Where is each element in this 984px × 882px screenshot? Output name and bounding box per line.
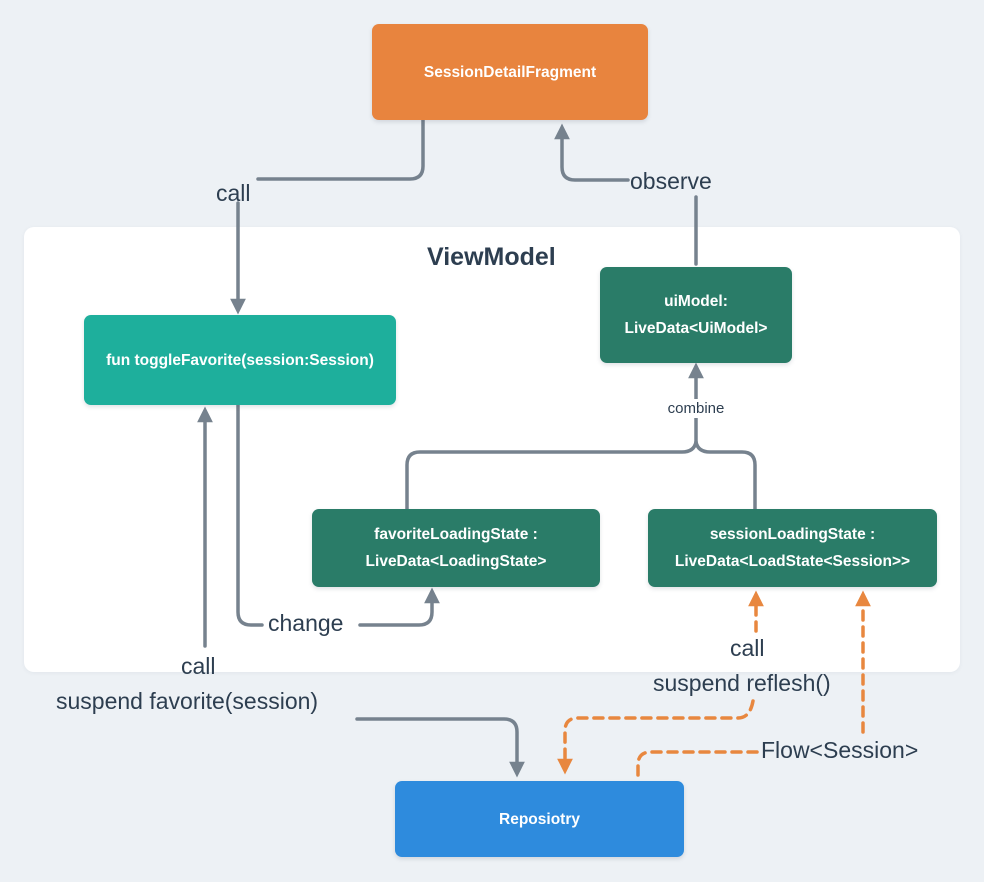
edge-label-call-left: call [181, 653, 216, 679]
edge-label-flow-session: Flow<Session> [761, 737, 919, 763]
panel-title: ViewModel [427, 243, 556, 271]
node-label-line1: sessionLoadingState : [709, 526, 876, 543]
node-toggle-favorite: fun toggleFavorite(session:Session) [84, 315, 396, 405]
edge-suspend-favorite-to-repository-arrow [355, 717, 525, 778]
node-label-line2: LiveData<LoadingState> [365, 553, 547, 570]
edge-reflesh-to-repository-dashed-arrow [557, 699, 755, 775]
node-ui-model: uiModel: LiveData<UiModel> [600, 267, 792, 363]
node-repository: Reposiotry [395, 781, 684, 857]
edge-fragment-down-to-call-label [256, 118, 425, 181]
node-label: fun toggleFavorite(session:Session) [106, 351, 374, 369]
node-label: SessionDetailFragment [423, 63, 597, 81]
edge-change-label-to-favorite-arrow [358, 587, 440, 627]
node-label-line1: uiModel: [664, 293, 728, 310]
node-label: Reposiotry [499, 810, 580, 828]
edge-label-call-right: call [730, 635, 765, 661]
viewmodel-panel [24, 227, 960, 672]
edge-label-observe: observe [630, 168, 712, 194]
edge-label-suspend-reflesh: suspend reflesh() [653, 670, 831, 696]
node-label-line2: LiveData<UiModel> [624, 320, 768, 337]
edge-label-call-top: call [216, 180, 251, 206]
edge-repository-to-flow-label-dashed [636, 750, 759, 780]
edge-toggle-down-to-change-label [236, 403, 264, 627]
edge-label-change: change [268, 610, 344, 636]
edge-observe-label-to-fragment-arrow [554, 123, 630, 182]
node-label-line1: favoriteLoadingState : [374, 526, 538, 543]
node-label-line2: LiveData<LoadState<Session>> [674, 553, 911, 570]
edge-label-combine: combine [663, 399, 729, 418]
edge-label-suspend-favorite: suspend favorite(session) [56, 688, 319, 714]
node-session-loading-state: sessionLoadingState : LiveData<LoadState… [648, 509, 937, 587]
node-session-detail-fragment: SessionDetailFragment [372, 24, 648, 120]
node-favorite-loading-state: favoriteLoadingState : LiveData<LoadingS… [312, 509, 600, 587]
edge-states-merge-bracket [405, 440, 757, 511]
